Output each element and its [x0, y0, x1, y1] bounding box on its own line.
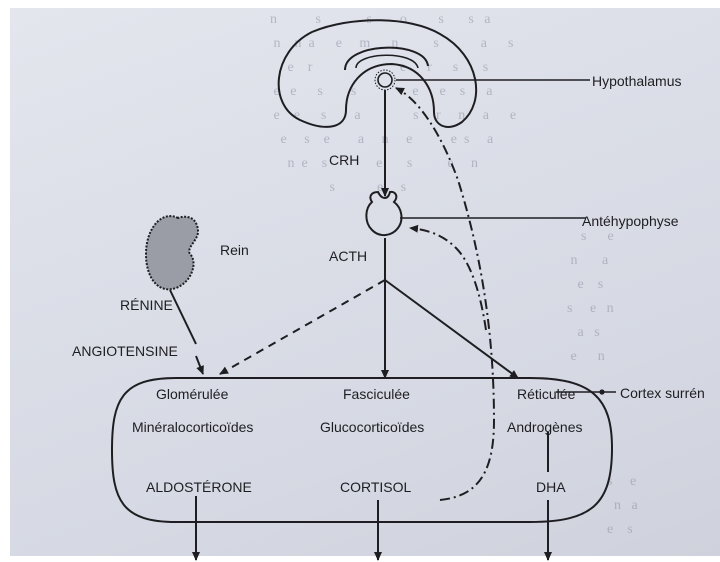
label-mineralocorticoides: Minéralocorticoïdes	[132, 418, 253, 436]
label-reticulee: Réticulée	[517, 385, 575, 403]
acth-arrow-glomerulee	[220, 280, 385, 374]
brain-inner-arc-outer	[345, 48, 428, 70]
brain-outline	[279, 20, 476, 127]
label-cortisol: CORTISOL	[340, 478, 411, 496]
label-glomerulee: Glomérulée	[156, 385, 228, 403]
label-renine: RÉNINE	[120, 296, 173, 314]
label-antehypophyse: Antéhypophyse	[582, 212, 679, 230]
pituitary-shape	[366, 192, 401, 235]
label-acth: ACTH	[329, 247, 367, 265]
renine-line	[170, 290, 196, 344]
label-aldosterone: ALDOSTÉRONE	[146, 478, 252, 496]
label-angiotensine: ANGIOTENSINE	[72, 342, 178, 360]
kidney	[146, 216, 198, 289]
label-cortex: Cortex surrén	[620, 384, 705, 402]
feedback-loop-outer	[396, 88, 494, 500]
label-dha: DHA	[536, 478, 566, 496]
label-crh: CRH	[329, 151, 359, 169]
label-androgenes: Androgènes	[507, 418, 583, 436]
hypothalamus-nucleus	[378, 73, 392, 87]
label-hypothalamus: Hypothalamus	[592, 72, 682, 90]
label-glucocorticoides: Glucocorticoïdes	[320, 418, 424, 436]
label-fasciculee: Fasciculée	[343, 385, 410, 403]
brain-inner-arc-inner	[356, 55, 418, 68]
acth-arrow-reticulee	[385, 280, 518, 378]
label-rein: Rein	[220, 241, 249, 259]
angiotensine-arrow	[196, 356, 203, 374]
